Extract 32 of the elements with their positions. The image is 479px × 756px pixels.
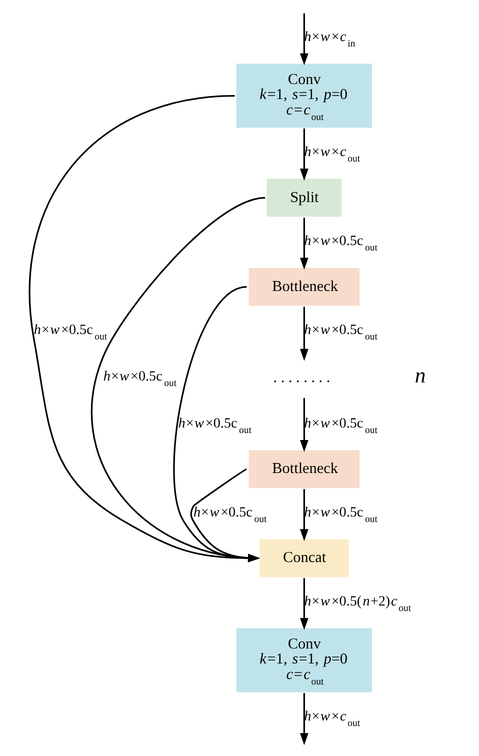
node-box: Conv k=1, s=1, p=0 c=c$_{out}$	[235, 627, 374, 694]
arrow	[173, 286, 260, 562]
node-box: Split	[266, 178, 343, 218]
arrow	[29, 94, 260, 562]
arrow	[91, 197, 266, 562]
edge-label: h×w×c$_{out}$	[304, 144, 360, 164]
edge-label: h×w×c$_{out}$	[304, 708, 360, 729]
edge-label: h×w×0.5c$_{out}$	[304, 232, 378, 254]
edge-label: h×w×0.5(n+2)c$_{out}$	[304, 593, 412, 614]
edge-label: h×w×0.5c$_{out}$	[304, 504, 378, 525]
node-box: Conv k=1, s=1, p=0 c=c$_{out}$	[235, 62, 374, 129]
arrow	[300, 13, 308, 66]
edge-label: h×w×0.5c$_{out}$	[304, 415, 378, 436]
edge-label: h×w×0.5c$_{out}$	[103, 368, 177, 390]
node-box: Bottleneck	[248, 449, 361, 490]
arrow	[300, 489, 308, 542]
edge-label: h×w×0.5c$_{out}$	[193, 504, 267, 525]
arrow	[300, 578, 308, 630]
edge-label: h×w×0.5c$_{out}$	[178, 415, 252, 436]
edge-label: h×w×0.5c$_{out}$	[34, 322, 108, 342]
node-box: Concat	[258, 538, 350, 578]
arrow	[300, 128, 308, 181]
node-box: Bottleneck	[248, 266, 361, 307]
arrow	[300, 306, 308, 361]
node-text: . . . . . . . .	[273, 369, 330, 386]
arrow	[300, 218, 308, 270]
arrow	[300, 693, 308, 746]
arrow	[190, 468, 260, 562]
arrow	[300, 398, 308, 452]
edge-label: h×w×0.5c$_{out}$	[304, 322, 378, 342]
label: n	[414, 363, 426, 388]
edge-label: h×w×c$_{in}$	[304, 28, 356, 50]
